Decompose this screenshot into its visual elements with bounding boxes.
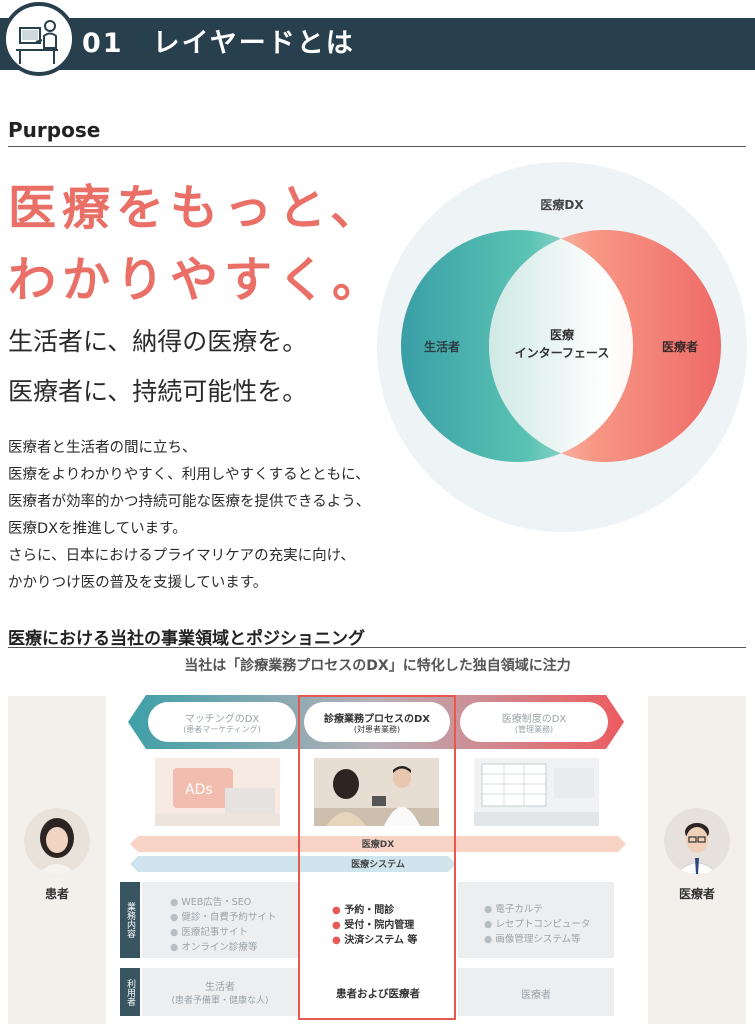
row-label-business — [120, 882, 140, 958]
venn-outer-label: 医療DX — [540, 198, 584, 212]
dx-bands — [130, 836, 626, 872]
body-text-line: かかりつけ医の普及を支援しています。 — [8, 575, 268, 591]
tagline-line-1: 医療をもっと、 — [8, 180, 385, 236]
venn-left-label: 生活者 — [423, 340, 460, 354]
domain-subtitle: (対患者業務) — [353, 725, 401, 734]
list-item: 受付・院内管理 — [332, 916, 414, 931]
section-title: 医療における当社の事業領域とポジショニング — [8, 629, 365, 649]
band-medical-system: 医療システム — [351, 860, 405, 870]
list-item: 予約・問診 — [332, 901, 394, 916]
subtitle-line-1: 生活者に、納得の医療を。 — [8, 327, 308, 356]
svg-text:ADs: ADs — [185, 782, 213, 798]
divider — [8, 647, 746, 648]
ads-laptop-photo: ADs — [155, 758, 280, 826]
section-lead: 当社は「診療業務プロセスのDX」に特化した独自領域に注力 — [184, 658, 571, 674]
venn-intersection — [489, 230, 633, 462]
users-left-sub: (患者予備軍・健康な人) — [171, 996, 269, 1006]
domain-title: 医療制度のDX — [501, 714, 567, 725]
body-text-line: 医療者が効率的かつ持続可能な医療を提供できるよう、 — [8, 494, 371, 510]
domain-title: マッチングのDX — [184, 714, 260, 725]
venn-diagram — [377, 162, 747, 532]
domain-subtitle: (管理業務) — [514, 725, 554, 734]
list-item: 画像管理システム等 — [484, 931, 580, 945]
section-header-title: 01 レイヤードとは — [82, 28, 355, 59]
list-item: オンライン診療等 — [170, 939, 257, 953]
focus-highlight-frame — [298, 695, 456, 1020]
domain-title: 診療業務プロセスのDX — [323, 714, 430, 725]
users-box-left — [142, 968, 298, 1016]
list-item: 電子カルテ — [484, 901, 543, 915]
list-item: 医療記事サイト — [170, 924, 248, 938]
list-item: レセプトコンピュータ — [484, 916, 590, 930]
users-center: 患者および医療者 — [336, 988, 420, 1000]
body-text-line: 医療をよりわかりやすく、利用しやすくするとともに、 — [8, 467, 370, 483]
venn-center-label-1: 医療 — [549, 328, 574, 342]
list-item: WEB広告・SEO — [170, 894, 251, 908]
body-text-line: さらに、日本におけるプライマリケアの充実に向け、 — [8, 548, 355, 564]
body-text-line: 医療DXを推進しています。 — [8, 521, 187, 537]
monitor-spreadsheet-photo — [474, 758, 599, 826]
row-label-business-text: 業務内容 — [125, 902, 135, 938]
tagline-line-2: わかりやすく。 — [8, 252, 387, 308]
subtitle-line-2: 医療者に、持続可能性を。 — [8, 377, 308, 406]
domain-subtitle: (患者マーケティング) — [183, 725, 261, 734]
doctor-label: 医療者 — [678, 887, 715, 901]
patient-avatar — [24, 808, 90, 874]
divider — [8, 146, 746, 147]
venn-center-label-2: インターフェース — [514, 346, 610, 360]
users-right: 医療者 — [521, 990, 551, 1001]
band-medical-dx: 医療DX — [361, 840, 395, 850]
users-box-right — [458, 968, 614, 1016]
doctor-patient-consultation-photo — [314, 758, 439, 826]
venn-right-label: 医療者 — [661, 340, 698, 354]
office-worker-icon — [2, 2, 76, 76]
domain-arrow-band — [128, 695, 624, 749]
list-item: 健診・自費予約サイト — [170, 909, 276, 923]
row-label-users-text: 利用者 — [125, 978, 135, 1006]
doctor-avatar — [664, 808, 730, 874]
body-text-line: 医療者と生活者の間に立ち、 — [8, 440, 197, 456]
patient-label: 患者 — [44, 887, 69, 901]
purpose-heading: Purpose — [8, 118, 101, 142]
section-header-bar — [0, 18, 755, 70]
users-left-title: 生活者 — [205, 982, 235, 993]
list-item: 決済システム 等 — [332, 931, 417, 946]
row-label-users — [120, 968, 140, 1016]
